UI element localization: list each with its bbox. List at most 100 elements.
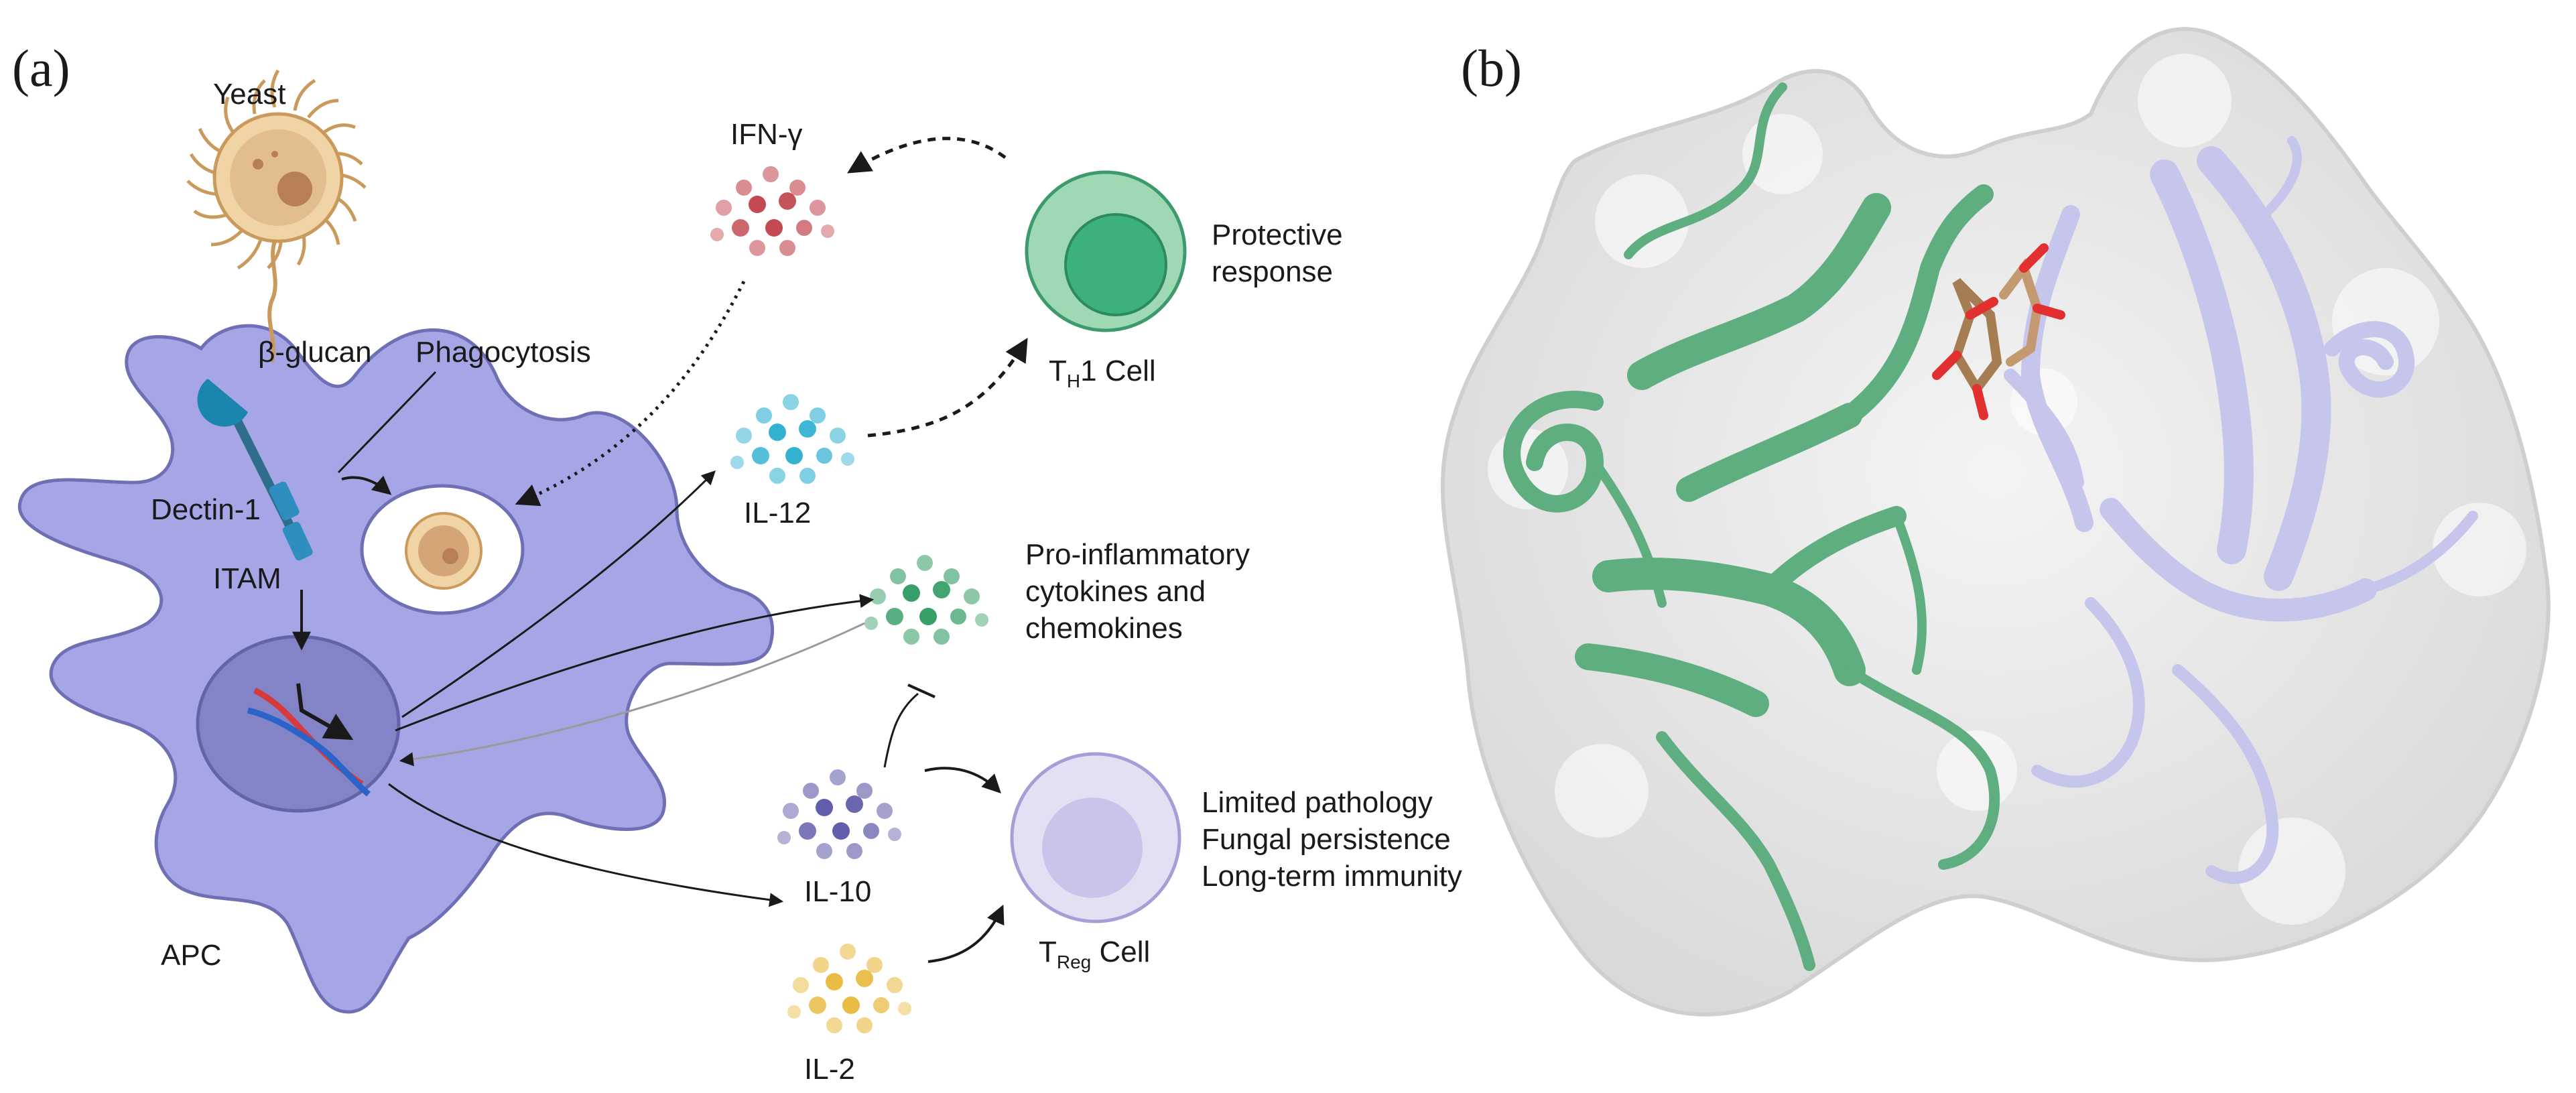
dectin-1-receptor (197, 379, 313, 561)
cytokine-dot (810, 200, 826, 216)
cytokine-dot (846, 795, 863, 813)
cytokine-dot (842, 996, 860, 1014)
outcomes-label: Limited pathology Fungal persistence Lon… (1202, 786, 1462, 893)
cytokine-dot (763, 166, 779, 182)
cytokine-dot (856, 1017, 873, 1033)
cytokine-dot (787, 1005, 801, 1019)
cytokine-dot (886, 608, 903, 625)
cytokine-dot (769, 424, 786, 441)
cytokine-dot (793, 977, 809, 993)
il-12-cluster (730, 394, 854, 484)
cytokine-dot (765, 219, 783, 237)
protein-surface (1440, 27, 2551, 1017)
cytokine-dot (777, 831, 791, 844)
cytokine-dot (716, 200, 732, 216)
cytokine-dot (752, 447, 769, 464)
cytokine-dot (856, 970, 873, 987)
cytokine-dot (783, 803, 799, 819)
cytokine-dot (756, 407, 772, 424)
il-10-cluster (777, 769, 901, 859)
dna-helix-icon (247, 683, 371, 797)
cytokine-dot (816, 799, 833, 816)
il-12-label: IL-12 (744, 497, 811, 529)
cytokine-dot (933, 581, 950, 598)
cytokine-dot (832, 822, 850, 840)
cytokine-dot (950, 608, 966, 625)
protective-response-label: Protective response (1212, 218, 1351, 288)
cytokine-dot (917, 555, 933, 571)
cytokine-dot (903, 584, 920, 602)
phagocytosis-label: Phagocytosis (415, 336, 591, 369)
proinflammatory-label: Pro-inflammatory cytokines and chemokine… (1025, 538, 1258, 645)
dectin-1-label: Dectin-1 (151, 493, 261, 526)
cytokine-dot (783, 394, 799, 410)
cytokine-dot (840, 944, 856, 960)
cytokine-dot (769, 468, 785, 484)
il-2-cluster (787, 944, 911, 1033)
cytokine-dot (890, 568, 906, 584)
cytokine-dot (813, 957, 829, 973)
cytokine-dot (736, 428, 752, 444)
cytokine-dot (796, 220, 812, 236)
il-10-label: IL-10 (804, 875, 871, 908)
th1-cell (1025, 170, 1187, 332)
cytokine-dot (873, 997, 889, 1013)
protein-chain-green (1503, 82, 2000, 971)
cytokine-dot (887, 977, 903, 993)
ligand-sticks (1932, 243, 2065, 420)
cytokine-dot (898, 1002, 911, 1015)
cytokine-dot (933, 629, 950, 645)
cytokine-dot (779, 240, 795, 256)
il-2-label: IL-2 (804, 1053, 855, 1086)
cytokine-dot (809, 996, 826, 1014)
panel-label-b: (b) (1461, 39, 1522, 97)
cytokine-dot (803, 783, 819, 799)
ifn-gamma-label: IFN-γ (730, 118, 803, 151)
cytokine-dot (816, 448, 832, 464)
cytokine-dot (888, 828, 901, 841)
cytokine-dot (870, 588, 886, 604)
cytokine-dot (799, 420, 816, 438)
engulfed-yeast-icon (405, 512, 482, 590)
yeast-icon (186, 69, 367, 363)
treg-cell (1010, 752, 1181, 923)
itam-label: ITAM (213, 562, 281, 595)
cytokine-dot (749, 196, 766, 213)
cytokine-dot (964, 588, 980, 604)
cytokine-dot (732, 219, 749, 237)
treg-cell-label: TReg Cell (1039, 936, 1150, 972)
apc-label: APC (161, 939, 221, 972)
cytokine-dot (864, 617, 878, 630)
cytokine-dot (944, 568, 960, 584)
cytokine-dot (799, 822, 816, 840)
cytokine-dot (841, 452, 854, 466)
cytokine-dot (816, 843, 832, 859)
cytokine-dot (826, 973, 843, 990)
apc-cell (17, 324, 775, 1014)
cytokine-dot (846, 843, 862, 859)
cytokine-dot (830, 769, 846, 785)
yeast-label: Yeast (213, 78, 285, 111)
cytokine-dot (799, 468, 816, 484)
cytokine-dot (821, 224, 834, 238)
cytokine-dot (903, 629, 919, 645)
cytokine-dot (730, 456, 744, 469)
cytokine-dot (749, 240, 765, 256)
cytokine-dot (866, 957, 883, 973)
cytokine-dot (826, 1017, 842, 1033)
cytokine-dot (810, 407, 826, 424)
cytokine-dot (856, 783, 873, 799)
ifn-gamma-cluster (710, 166, 834, 256)
cytokine-dot (975, 613, 988, 627)
th1-cell-label: TH1 Cell (1049, 355, 1156, 391)
cytokine-dot (710, 228, 724, 241)
cytokine-dot (779, 192, 796, 210)
cytokine-dot (919, 608, 937, 625)
cytokine-dot (785, 447, 803, 464)
cytokine-dot (736, 180, 752, 196)
protein-chain-lavender (2004, 136, 2478, 885)
cytokine-dot (789, 180, 806, 196)
panel-label-a: (a) (12, 39, 70, 97)
pathway-arrows (388, 137, 1028, 963)
